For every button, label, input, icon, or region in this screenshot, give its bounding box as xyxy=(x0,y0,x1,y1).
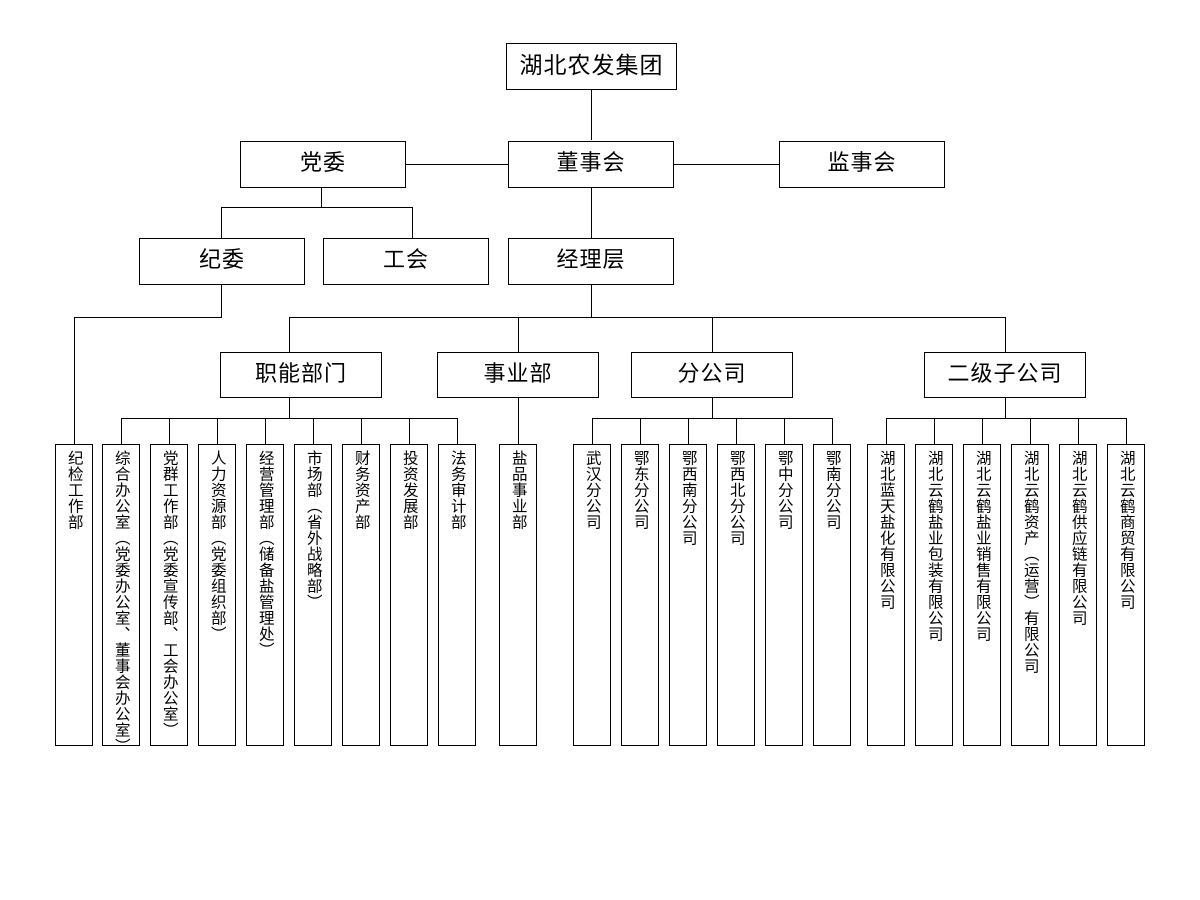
leaf-edong-branch[interactable]: 鄂东分公司 xyxy=(621,444,659,746)
leaf-operations-management-dept[interactable]: 经营管理部（储备盐管理处） xyxy=(246,444,284,746)
leaf-label: 湖北云鹤资产（运营）有限公司 xyxy=(1021,450,1040,674)
node-branch-companies[interactable]: 分公司 xyxy=(631,352,793,398)
connector-to-branches xyxy=(712,317,714,352)
connector-level4-bar xyxy=(289,317,1006,319)
connector-board-horizontal xyxy=(405,164,515,166)
connector-to-subsidiaries xyxy=(1005,317,1007,352)
leaf-exinan-branch[interactable]: 鄂西南分公司 xyxy=(669,444,707,746)
leaf-label: 经营管理部（储备盐管理处） xyxy=(256,450,275,658)
connector-branch-drop-2 xyxy=(640,418,642,445)
connector-discipline-bar xyxy=(74,317,222,319)
leaf-label: 鄂东分公司 xyxy=(631,450,650,530)
leaf-salt-products-business-unit[interactable]: 盐品事业部 xyxy=(499,444,537,746)
leaf-label: 湖北云鹤盐业包装有限公司 xyxy=(925,450,944,642)
leaf-label: 鄂西南分公司 xyxy=(679,450,698,546)
connector-functional-down xyxy=(289,397,291,419)
connector-functional-bar xyxy=(121,418,458,420)
leaf-label: 人力资源部（党委组织部） xyxy=(208,450,227,642)
node-root-group[interactable]: 湖北农发集团 xyxy=(506,43,677,90)
connector-functional-drop-7 xyxy=(409,418,411,445)
leaf-enan-branch[interactable]: 鄂南分公司 xyxy=(813,444,851,746)
connector-functional-drop-1 xyxy=(121,418,123,445)
leaf-label: 综合办公室（党委办公室、董事会办公室） xyxy=(112,450,131,746)
leaf-label: 纪检工作部 xyxy=(65,450,84,530)
node-business-units[interactable]: 事业部 xyxy=(437,352,599,398)
connector-branch-drop-6 xyxy=(832,418,834,445)
leaf-ezhong-branch[interactable]: 鄂中分公司 xyxy=(765,444,803,746)
connector-root-to-board xyxy=(591,90,593,140)
leaf-lantian-salt-chemical[interactable]: 湖北蓝天盐化有限公司 xyxy=(867,444,905,746)
leaf-label: 市场部（省外战略部） xyxy=(304,450,323,610)
leaf-party-mass-work-dept[interactable]: 党群工作部（党委宣传部、工会办公室） xyxy=(150,444,188,746)
leaf-label: 党群工作部（党委宣传部、工会办公室） xyxy=(160,450,179,738)
leaf-general-office[interactable]: 综合办公室（党委办公室、董事会办公室） xyxy=(102,444,140,746)
leaf-label: 鄂南分公司 xyxy=(823,450,842,530)
connector-branches-down xyxy=(712,397,714,419)
leaf-label: 盐品事业部 xyxy=(509,450,528,530)
connector-functional-drop-2 xyxy=(169,418,171,445)
connector-functional-drop-4 xyxy=(265,418,267,445)
node-supervisory-board[interactable]: 监事会 xyxy=(779,141,945,188)
connector-functional-drop-3 xyxy=(217,418,219,445)
connector-subsidiaries-down xyxy=(1005,397,1007,419)
leaf-yunhe-trading[interactable]: 湖北云鹤商贸有限公司 xyxy=(1107,444,1145,746)
leaf-exibei-branch[interactable]: 鄂西北分公司 xyxy=(717,444,755,746)
leaf-yunhe-salt-sales[interactable]: 湖北云鹤盐业销售有限公司 xyxy=(963,444,1001,746)
node-party-committee[interactable]: 党委 xyxy=(240,141,406,188)
connector-branch-drop-5 xyxy=(784,418,786,445)
connector-subsidiary-drop-6 xyxy=(1126,418,1128,445)
connector-functional-drop-5 xyxy=(313,418,315,445)
leaf-label: 法务审计部 xyxy=(448,450,467,530)
connector-board-to-management xyxy=(591,188,593,240)
connector-board-to-supervisory xyxy=(673,164,780,166)
connector-party-to-discipline xyxy=(221,207,223,240)
connector-party-bar xyxy=(221,207,413,209)
node-functional-departments[interactable]: 职能部门 xyxy=(220,352,382,398)
connector-party-down xyxy=(321,188,323,208)
connector-branches-bar xyxy=(592,418,833,420)
connector-to-functional xyxy=(289,317,291,352)
leaf-label: 湖北云鹤商贸有限公司 xyxy=(1117,450,1136,610)
leaf-label: 武汉分公司 xyxy=(583,450,602,530)
connector-subsidiary-drop-5 xyxy=(1078,418,1080,445)
leaf-human-resources-dept[interactable]: 人力资源部（党委组织部） xyxy=(198,444,236,746)
leaf-label: 湖北蓝天盐化有限公司 xyxy=(877,450,896,610)
node-management-layer[interactable]: 经理层 xyxy=(508,238,674,285)
connector-to-business-unit xyxy=(518,317,520,352)
leaf-yunhe-salt-packaging[interactable]: 湖北云鹤盐业包装有限公司 xyxy=(915,444,953,746)
leaf-label: 鄂中分公司 xyxy=(775,450,794,530)
leaf-yunhe-asset-operation[interactable]: 湖北云鹤资产（运营）有限公司 xyxy=(1011,444,1049,746)
node-labor-union[interactable]: 工会 xyxy=(323,238,489,285)
leaf-label: 鄂西北分公司 xyxy=(727,450,746,546)
leaf-yunhe-supply-chain[interactable]: 湖北云鹤供应链有限公司 xyxy=(1059,444,1097,746)
connector-discipline-down xyxy=(221,284,223,318)
node-tier2-subsidiaries[interactable]: 二级子公司 xyxy=(924,352,1086,398)
node-board-of-directors[interactable]: 董事会 xyxy=(508,141,674,188)
leaf-label: 投资发展部 xyxy=(400,450,419,530)
connector-functional-drop-8 xyxy=(457,418,459,445)
connector-branch-drop-4 xyxy=(736,418,738,445)
connector-subsidiaries-bar xyxy=(886,418,1127,420)
connector-branch-drop-1 xyxy=(592,418,594,445)
leaf-label: 财务资产部 xyxy=(352,450,371,530)
connector-functional-drop-6 xyxy=(361,418,363,445)
leaf-marketing-dept[interactable]: 市场部（省外战略部） xyxy=(294,444,332,746)
leaf-finance-asset-dept[interactable]: 财务资产部 xyxy=(342,444,380,746)
leaf-investment-development-dept[interactable]: 投资发展部 xyxy=(390,444,428,746)
connector-subsidiary-drop-1 xyxy=(886,418,888,445)
leaf-legal-audit-dept[interactable]: 法务审计部 xyxy=(438,444,476,746)
connector-subsidiary-drop-4 xyxy=(1030,418,1032,445)
connector-subsidiary-drop-3 xyxy=(982,418,984,445)
leaf-label: 湖北云鹤盐业销售有限公司 xyxy=(973,450,992,642)
leaf-discipline-work-dept[interactable]: 纪检工作部 xyxy=(55,444,93,746)
connector-subsidiary-drop-2 xyxy=(934,418,936,445)
connector-party-to-union xyxy=(412,207,414,240)
connector-business-unit-drop xyxy=(518,397,520,445)
leaf-wuhan-branch[interactable]: 武汉分公司 xyxy=(573,444,611,746)
connector-branch-drop-3 xyxy=(688,418,690,445)
leaf-label: 湖北云鹤供应链有限公司 xyxy=(1069,450,1088,626)
connector-management-down xyxy=(591,284,593,318)
node-discipline-committee[interactable]: 纪委 xyxy=(139,238,305,285)
connector-discipline-to-leaf xyxy=(74,317,76,445)
